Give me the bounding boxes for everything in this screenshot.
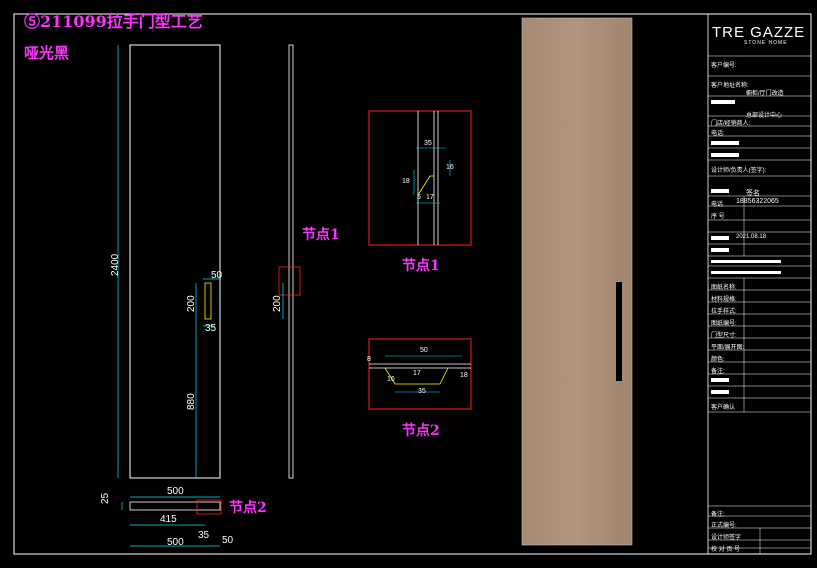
tb-redacted-6 [711,248,729,252]
tb-designer: 设计师/负责人(签字): [711,168,767,174]
node2-detail-box [368,338,472,410]
handle-slot-front [204,282,212,320]
n2-right: 18 [460,372,468,379]
brand-sub: STONE HOME [744,40,788,46]
tb-row-i: 客户确认 [711,405,736,411]
node2-title: 节点2 [402,423,440,439]
tb-sign: 签名 [746,190,760,197]
tb-tel-label: 电话 [711,202,724,208]
tb-redacted-4 [711,189,729,193]
dim-handle-len: 200 [186,295,197,312]
tb-project: 橱柜/厅门改造 [746,91,784,97]
n2-left: 8 [367,356,371,363]
tb-hao: 序 号 [711,214,725,220]
tb-row-j: 备注: [711,512,725,518]
tb-row-g: 颜色: [711,357,725,363]
door-section-bottom [129,501,221,511]
node1-marker [278,266,301,296]
node2-marker [196,499,222,515]
n2-bottom: 35 [418,388,426,395]
dim-handle-w: 50 [211,270,223,281]
tb-row-m: 校 对 页 号 [711,547,741,553]
node1-title: 节点1 [402,258,440,274]
tb-redacted-3 [711,153,739,157]
tb-row-a: 图纸名称: [711,285,737,291]
tb-row-f: 平面/展开图: [711,345,745,351]
door-render-panel [521,17,633,546]
tb-dept: 总部设计中心 [746,113,783,119]
node2-callout: 节点2 [229,500,267,516]
node1-callout: 节点1 [302,227,340,243]
tb-redacted-5 [711,236,729,240]
door-front-view [129,44,221,479]
tb-redacted-8 [711,271,781,274]
tb-client-no: 客户编号: [711,63,737,69]
tb-redacted-7 [711,260,781,263]
n1-top: 35 [424,140,432,147]
tb-row-l: 设计师签字 [711,535,742,541]
dim-bottom-50: 50 [222,535,234,546]
n2-mid1: 16 [387,376,395,383]
dim-width-bottom: 500 [167,537,184,548]
tb-redacted-1 [711,100,735,104]
dim-handle-depth: 35 [205,323,217,334]
n1-left: 18 [402,178,410,185]
dim-handle-offset: 880 [186,393,197,410]
tb-row-k: 正式编号: [711,523,737,529]
tb-phone: 电话: [711,131,725,137]
dim-width-inner: 415 [160,514,177,525]
tb-row-b: 材料规格: [711,297,737,303]
tb-redacted-2 [711,141,739,145]
n1-b1: 5 [417,194,421,201]
dim-bottom-35: 35 [198,530,210,541]
node1-detail-box [368,110,472,246]
tb-row-e: 门型尺寸: [711,333,737,339]
n1-b2: 17 [426,194,434,201]
tb-tel-value: 18856322065 [736,198,779,205]
dim-width-top: 500 [167,486,184,497]
door-render-handle [616,282,622,381]
dim-height: 2400 [110,253,121,276]
tb-row-h: 备注: [711,369,725,375]
brand-logo: TRE GAZZE [712,24,806,41]
n2-mid2: 17 [413,370,421,377]
tb-redacted-10 [711,390,729,394]
door-side-view [288,44,294,479]
drawing-title: ⑤211099拉手门型工艺 [24,12,203,31]
tb-row-d: 图纸编号: [711,321,737,327]
dim-thickness: 25 [100,492,111,504]
dim-side-handle: 200 [272,295,283,312]
n1-right: 16 [446,164,454,171]
tb-person: 门店/经销商人: [711,121,751,127]
tb-date: 2021.08.18 [736,234,767,240]
n2-top: 50 [420,347,428,354]
tb-row-c: 拉手样式: [711,309,737,315]
tb-client-name: 客户地址名称: [711,83,749,89]
finish-label: 哑光黑 [24,44,70,62]
tb-redacted-9 [711,378,729,382]
